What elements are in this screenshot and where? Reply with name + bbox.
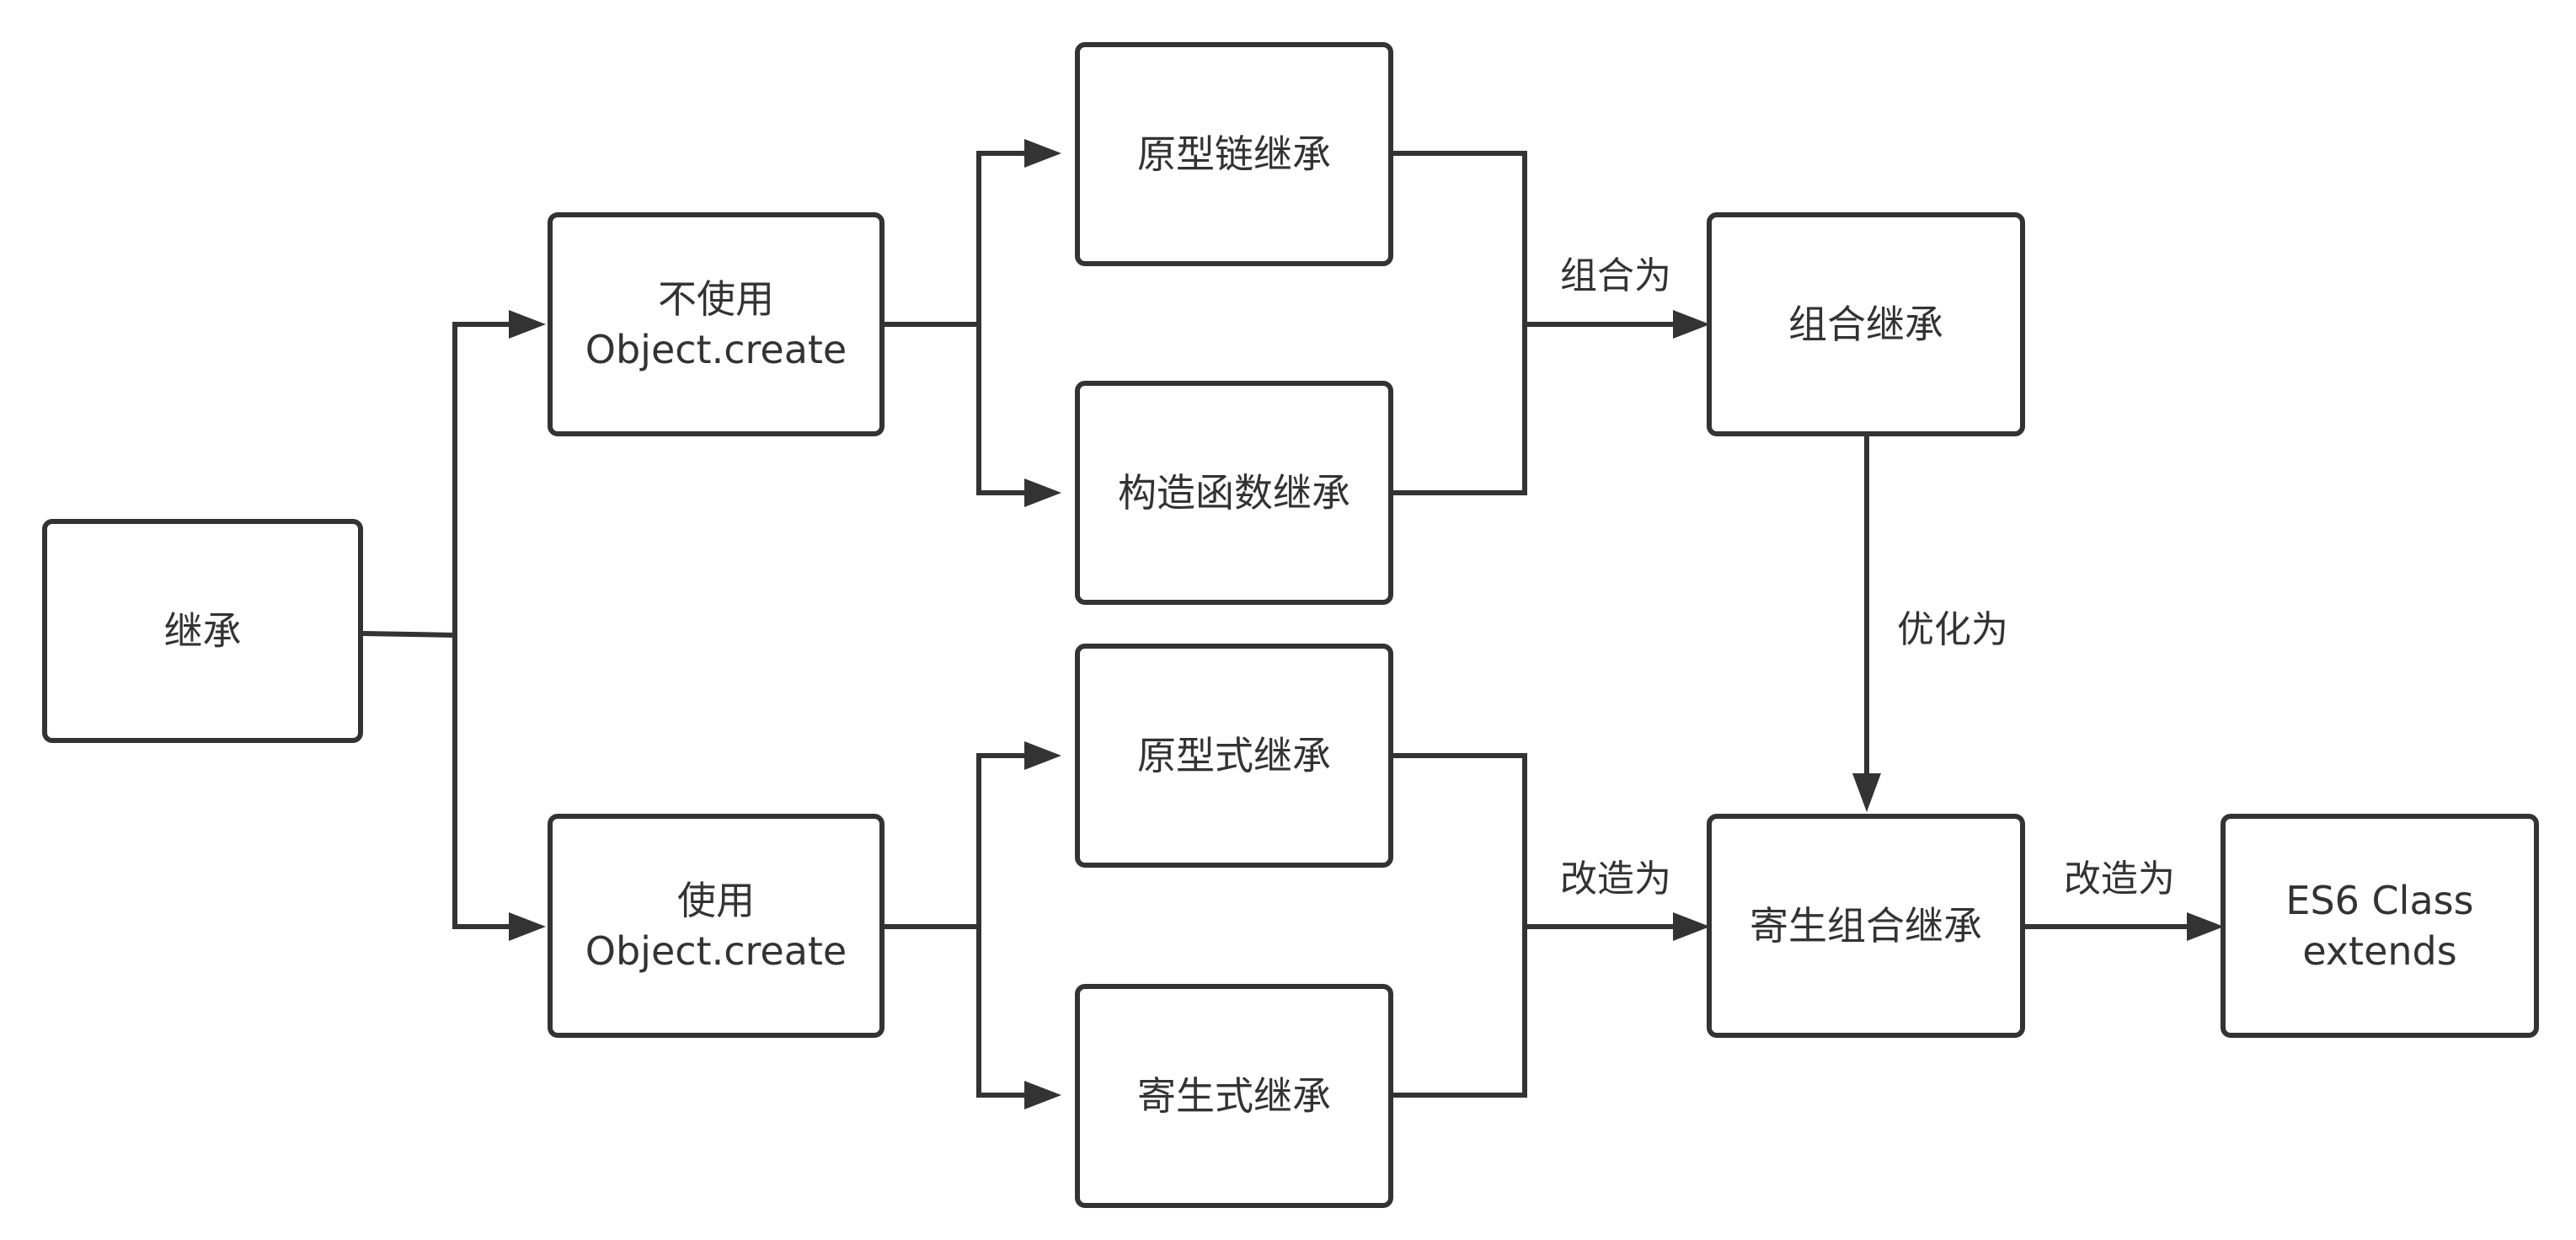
node-constructor-inheritance: 构造函数继承 — [1075, 381, 1393, 605]
arrowhead-combination — [1673, 310, 1710, 339]
node-parasitic-combination-inheritance-label: 寄生组合继承 — [1750, 903, 1982, 949]
connector-to-parasitic — [976, 756, 1028, 1098]
edge-label-combine: 组合为 — [1560, 254, 1671, 297]
node-prototype-chain-inheritance: 原型链继承 — [1075, 42, 1393, 266]
connector-merge-to-combination — [1393, 151, 1527, 495]
connector-root-to-use-create — [452, 324, 514, 929]
node-prototypal-inheritance: 原型式继承 — [1075, 644, 1393, 868]
connector-root-to-no-create — [452, 322, 514, 927]
node-es6-class-extends-line1: ES6 Class — [2285, 878, 2474, 923]
edge-label-optimize: 优化为 — [1897, 608, 2008, 651]
arrowhead-parasitic-combination-left — [1673, 912, 1710, 941]
arrowhead-parasitic — [1024, 1081, 1061, 1109]
node-combination-inheritance: 组合继承 — [1707, 212, 2025, 436]
node-inheritance: 继承 — [42, 519, 363, 743]
arrowhead-parasitic-combination-top — [1852, 773, 1881, 812]
node-es6-class-extends-line2: extends — [2302, 928, 2457, 974]
connector-merge-to-parasitic-combination — [1393, 753, 1527, 1098]
node-without-object-create: 不使用 Object.create — [548, 212, 884, 436]
connector-to-constructor — [976, 153, 1028, 495]
arrowhead-prototype-chain — [1024, 139, 1061, 168]
node-prototype-chain-inheritance-label: 原型链继承 — [1137, 131, 1331, 177]
connector-to-prototypal — [976, 753, 1028, 1095]
arrowhead-no-create — [509, 310, 546, 339]
node-combination-inheritance-label: 组合继承 — [1788, 302, 1943, 347]
node-without-object-create-line2: Object.create — [585, 327, 847, 372]
node-prototypal-inheritance-label: 原型式继承 — [1137, 733, 1331, 778]
node-constructor-inheritance-label: 构造函数继承 — [1118, 470, 1350, 516]
connector-to-prototype-chain — [976, 151, 1028, 493]
arrowhead-use-create — [509, 912, 546, 941]
node-without-object-create-line1: 不使用 — [658, 276, 774, 322]
arrowhead-prototypal — [1024, 741, 1061, 770]
node-parasitic-inheritance-label: 寄生式继承 — [1137, 1073, 1331, 1119]
arrowhead-constructor — [1024, 478, 1061, 507]
node-inheritance-label: 继承 — [163, 608, 242, 654]
edge-label-transform-to-parasitic-combination: 改造为 — [1560, 858, 1671, 901]
connector-root-trunk — [362, 631, 456, 638]
node-with-object-create: 使用 Object.create — [548, 814, 884, 1038]
edge-label-transform-to-es6-class: 改造为 — [2064, 858, 2175, 901]
node-es6-class-extends: ES6 Class extends — [2221, 814, 2539, 1038]
node-parasitic-inheritance: 寄生式继承 — [1075, 984, 1393, 1208]
node-parasitic-combination-inheritance: 寄生组合继承 — [1707, 814, 2025, 1038]
node-with-object-create-line1: 使用 — [677, 878, 755, 923]
arrowhead-es6-class — [2187, 912, 2224, 941]
node-with-object-create-line2: Object.create — [585, 928, 847, 974]
